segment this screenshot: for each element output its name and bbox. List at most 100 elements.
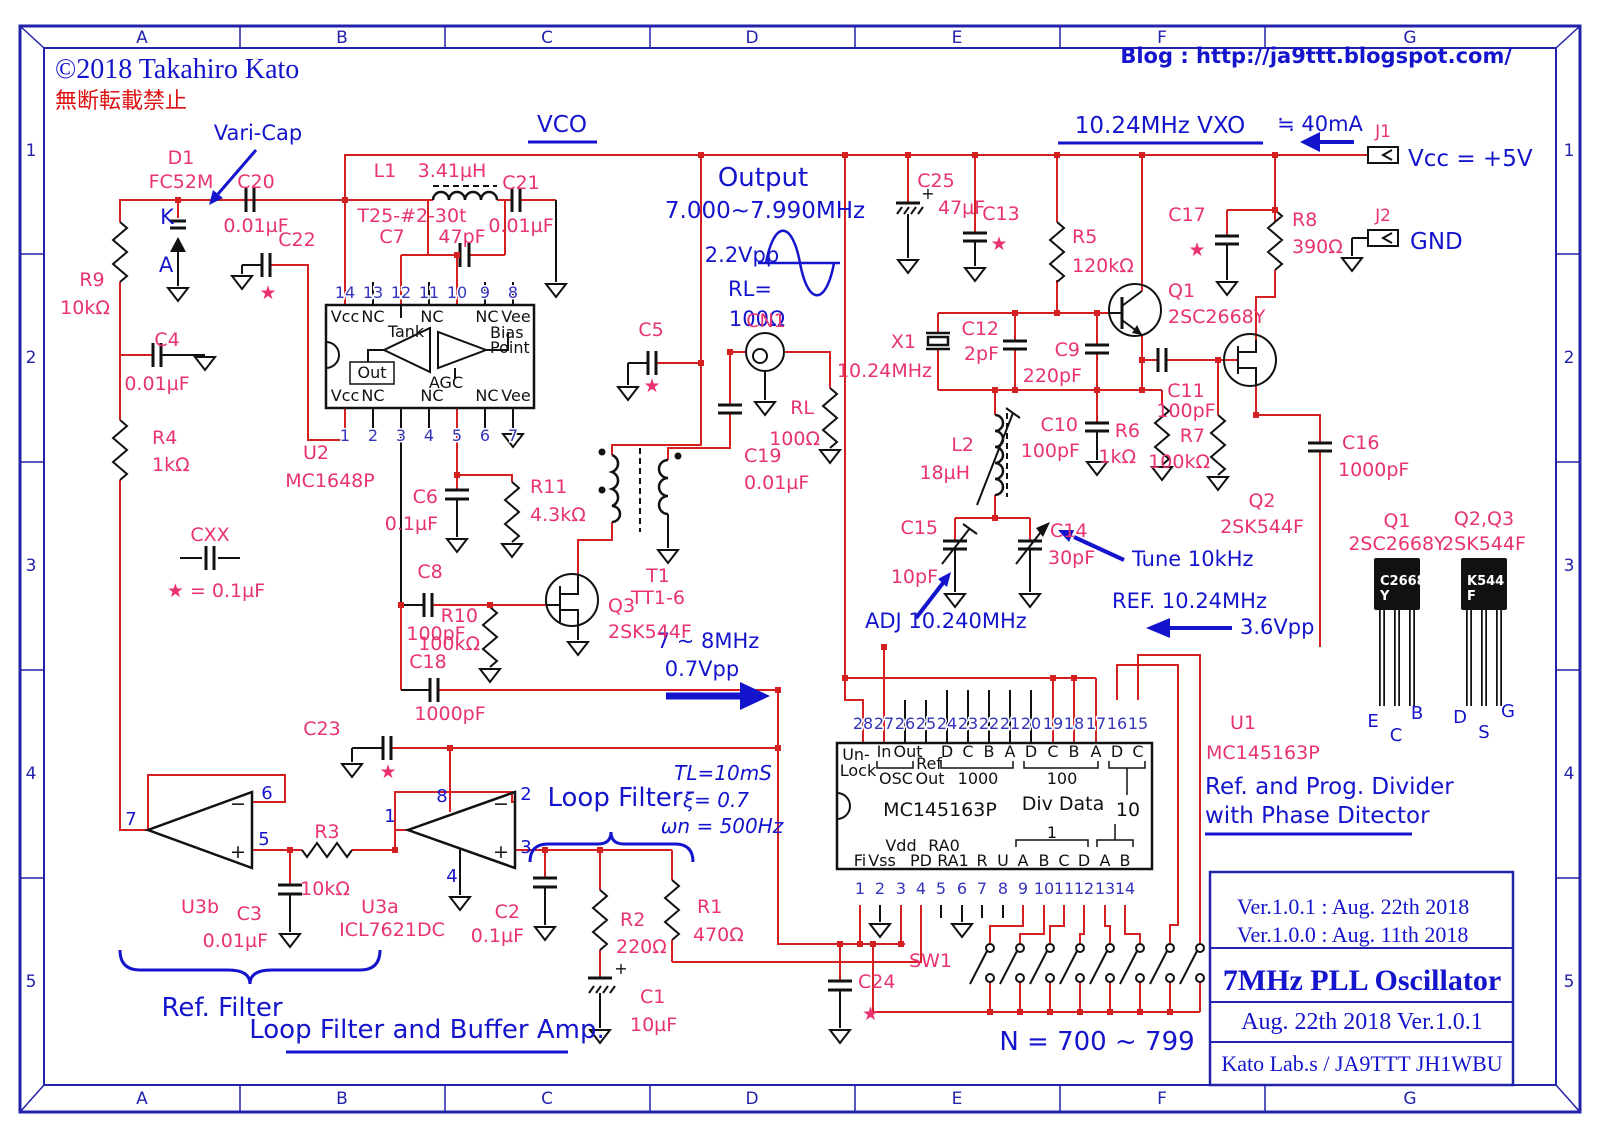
current-note: ≒ 40mA: [1277, 112, 1363, 136]
c6-ref: C6: [413, 486, 438, 508]
u1-lbl-u: U: [997, 851, 1009, 870]
u2-lbl-vee-t: Vee: [501, 307, 530, 326]
u1-pin-26: 26: [895, 714, 915, 733]
c6-val: 0.1µF: [385, 513, 438, 535]
u1-lbl-ra1: RA1: [937, 851, 969, 870]
component-symbols: [111, 146, 1507, 994]
u3a-pin-1: 1: [384, 806, 395, 827]
u1-pin-17: 17: [1086, 714, 1106, 733]
l1-ref: L1: [374, 160, 397, 182]
u1-pin-16: 16: [1107, 714, 1127, 733]
ic-outlines: [144, 303, 1154, 871]
c20-ref: C20: [237, 171, 274, 193]
c14-val: 30pF: [1048, 547, 1095, 569]
adj-note: ADJ 10.240MHz: [865, 609, 1027, 633]
u1-lbl-d10: D: [1111, 742, 1123, 761]
u1-pin-14: 14: [1115, 879, 1135, 898]
u1-pin-13: 13: [1095, 879, 1115, 898]
u3b-pin-7: 7: [125, 809, 136, 830]
drawing-frame: [18, 24, 1582, 1114]
c17-ref: C17: [1168, 204, 1205, 226]
u2-pin-1: 1: [340, 426, 350, 445]
r11-ref: R11: [530, 476, 567, 498]
r7-ref: R7: [1180, 425, 1205, 447]
c10-val: 100pF: [1021, 440, 1080, 462]
q1-val: 2SC2668Y: [1168, 306, 1266, 328]
u3a-pin-8: 8: [436, 786, 447, 807]
u1-lbl-osc: OSC: [879, 769, 913, 788]
grid-col-f-top: F: [1157, 28, 1167, 48]
u1-lbl-d100: D: [1025, 742, 1037, 761]
r4-ref: R4: [152, 427, 177, 449]
c12-ref: C12: [962, 318, 999, 340]
u1-pin-22: 22: [979, 714, 999, 733]
no-reprint-note: 無断転載禁止: [55, 89, 187, 114]
r8-ref: R8: [1292, 209, 1317, 231]
output-title: Output: [718, 163, 808, 193]
u1-lbl-ref: Ref: [916, 754, 942, 773]
u1-val: MC145163P: [1206, 742, 1320, 764]
u2-lbl-tank: Tank: [387, 322, 425, 341]
c9-ref: C9: [1055, 339, 1080, 361]
u1-ref: U1: [1230, 712, 1256, 734]
grid-col-g-top: G: [1403, 28, 1416, 48]
u1-pin-12: 12: [1074, 879, 1094, 898]
c5-ref: C5: [638, 319, 663, 341]
u2-pin-11: 11: [419, 283, 439, 302]
cn1-ref: CN1: [746, 310, 786, 332]
u1-pin-5: 5: [936, 879, 946, 898]
u1-pin-1: 1: [855, 879, 865, 898]
u2-lbl-nc13: NC: [361, 307, 384, 326]
u2-pin-4: 4: [424, 426, 434, 445]
grid-row-3-left: 3: [26, 556, 37, 576]
u1-lbl-r: R: [976, 851, 987, 870]
c17-star: ★: [1188, 239, 1205, 261]
r7-val: 100kΩ: [1148, 451, 1210, 473]
q1-ref: Q1: [1168, 280, 1195, 302]
c22-ref: C22: [278, 229, 315, 251]
u3a-val: ICL7621DC: [339, 919, 445, 941]
u2-pin-7: 7: [508, 426, 518, 445]
lf-buffer-title: Loop Filter and Buffer Amp.: [249, 1015, 605, 1045]
c18-ref: C18: [409, 651, 446, 673]
c5-star: ★: [643, 375, 660, 397]
sw1-ref: SW1: [909, 950, 952, 972]
sig-07vpp: 0.7Vpp: [665, 657, 739, 681]
u1-pin-18: 18: [1064, 714, 1084, 733]
sig-7-8mhz: 7 ~ 8MHz: [657, 629, 760, 653]
pkg1-lead-b: B: [1411, 703, 1423, 724]
cxx-ref: CXX: [190, 524, 229, 546]
u2-pin-2: 2: [368, 426, 378, 445]
u1-lbl-ra0: RA0: [928, 836, 960, 855]
u1-lbl-vdd: Vdd: [885, 836, 916, 855]
u2-lbl-bias: Bias: [490, 323, 524, 342]
u1-lbl-pd: PD: [910, 851, 932, 870]
c8-val: 100pF: [406, 623, 465, 645]
grid-row-5-left: 5: [26, 972, 37, 992]
r2-ref: R2: [620, 909, 645, 931]
grid-col-c-top: C: [541, 28, 553, 48]
grid-col-c-bottom: C: [541, 1089, 553, 1109]
c22-star: ★: [259, 282, 276, 304]
pkg1-lead-c: C: [1390, 725, 1403, 746]
grid-col-g-bottom: G: [1403, 1089, 1416, 1109]
c21-val: 0.01µF: [488, 215, 553, 237]
gnd-note: GND: [1410, 229, 1463, 255]
c4-val: 0.01µF: [124, 373, 189, 395]
r10-ref: R10: [441, 605, 478, 627]
u1-lbl-b1: B: [1039, 851, 1050, 870]
pkg2-lead-g: G: [1501, 701, 1515, 722]
grid-col-b-top: B: [336, 28, 348, 48]
grid-col-f-bottom: F: [1157, 1089, 1167, 1109]
r10-val: 100kΩ: [418, 633, 480, 655]
grid-col-e-bottom: E: [952, 1089, 963, 1109]
tb-author: Kato Lab.s / JA9TTT JH1WBU: [1221, 1051, 1502, 1076]
u1-lbl-a100: A: [1091, 742, 1102, 761]
cxx-note: ★ = 0.1µF: [167, 580, 265, 602]
qpkg1-val: 2SC2668Y: [1348, 533, 1446, 555]
q2-ref: Q2: [1248, 490, 1275, 512]
c1-val: 10µF: [630, 1014, 677, 1036]
u2-pin-13: 13: [363, 283, 383, 302]
c7-ref: C7: [379, 226, 404, 248]
qpkg2-ref: Q2,Q3: [1454, 508, 1514, 530]
